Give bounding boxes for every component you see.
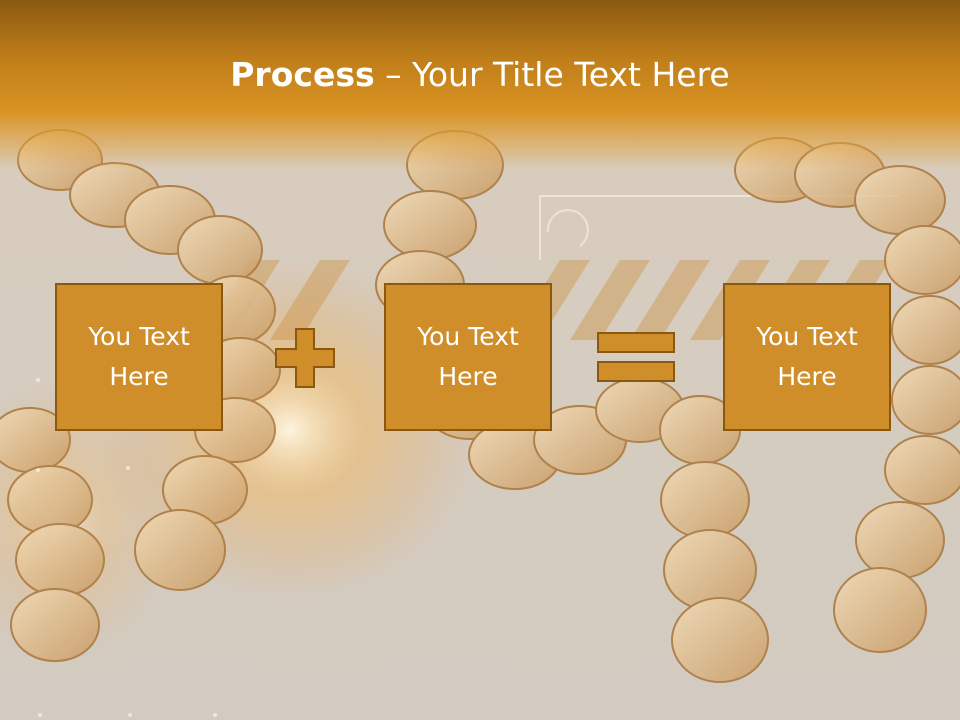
process-box-1: You Text Here <box>55 283 223 431</box>
slide-title: Process – Your Title Text Here <box>0 52 960 98</box>
process-box-3: You Text Here <box>723 283 891 431</box>
plus-icon <box>275 328 335 388</box>
title-bar <box>0 0 960 170</box>
equals-icon <box>597 332 675 382</box>
process-box-2: You Text Here <box>384 283 552 431</box>
process-box-1-text: You Text Here <box>88 322 190 391</box>
process-box-3-text: You Text Here <box>756 322 858 391</box>
title-rest: – Your Title Text Here <box>374 55 730 94</box>
process-box-2-text: You Text Here <box>417 322 519 391</box>
title-strong: Process <box>230 55 375 94</box>
